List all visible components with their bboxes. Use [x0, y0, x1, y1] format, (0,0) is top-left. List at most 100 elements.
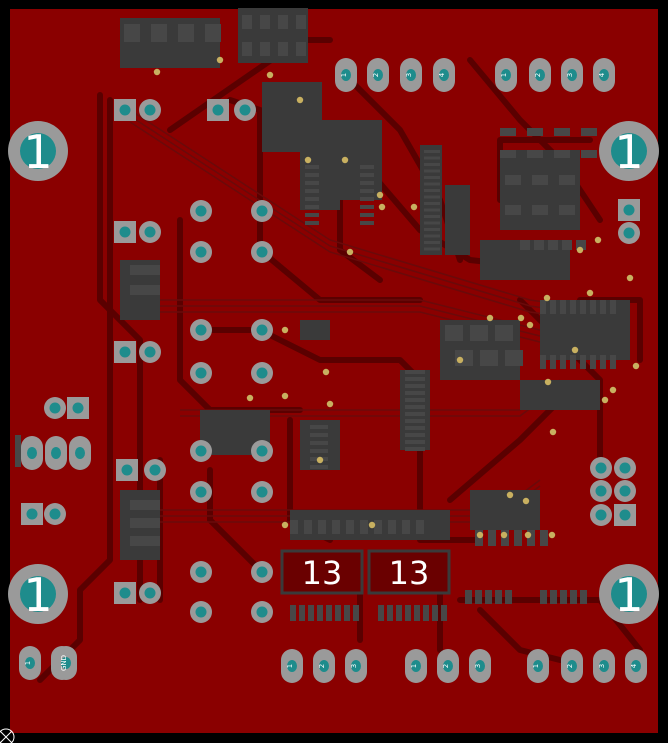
- smd-pad: [405, 440, 425, 444]
- round-pad: [251, 561, 273, 583]
- pin-label: 1: [24, 661, 32, 665]
- smd-pad: [590, 355, 596, 369]
- round-pad: [234, 99, 256, 121]
- round-pad: [251, 200, 273, 222]
- smd-pad: [423, 605, 429, 621]
- smd-pad: [335, 605, 341, 621]
- smd-pad: [290, 605, 296, 621]
- mounting-hole: 1: [8, 121, 68, 181]
- smd-pad: [344, 605, 350, 621]
- smd-pad: [278, 15, 288, 29]
- round-pad: [190, 440, 212, 462]
- smd-pad: [424, 189, 440, 192]
- smd-pad: [580, 590, 587, 604]
- square-pad: [114, 99, 136, 121]
- smd-pad: [540, 590, 547, 604]
- via: [609, 386, 617, 394]
- pin-label: 4: [630, 663, 638, 668]
- connector-pad-left: [45, 436, 67, 470]
- smd-pad: [405, 384, 425, 388]
- smd-pad: [374, 520, 382, 534]
- smd-pad: [554, 128, 570, 136]
- via: [544, 378, 552, 386]
- ic-area: [445, 185, 470, 255]
- smd-pad: [600, 355, 606, 369]
- connector-pad-left: [21, 436, 43, 470]
- smd-pad: [178, 24, 194, 42]
- smd-pad: [405, 605, 411, 621]
- smd-pad: [540, 530, 548, 546]
- smd-pad: [305, 221, 319, 225]
- via: [376, 191, 384, 199]
- smd-pad: [532, 175, 548, 185]
- connector-pad-top-b: 2: [529, 58, 551, 92]
- via: [316, 456, 324, 464]
- smd-pad: [527, 150, 543, 158]
- via: [368, 521, 376, 529]
- round-pad: [614, 457, 636, 479]
- smd-pad: [124, 24, 140, 42]
- marker-left: 13: [280, 549, 364, 595]
- smd-pad: [360, 197, 374, 201]
- smd-pad: [559, 175, 575, 185]
- pin-label: 2: [566, 664, 574, 668]
- smd-pad: [424, 182, 440, 186]
- smd-pad: [317, 605, 323, 621]
- via: [378, 203, 386, 211]
- connector-pad-bottom-d: 2: [561, 649, 583, 683]
- smd-pad: [550, 355, 556, 369]
- connector-pad-bottom-left: 1: [19, 646, 41, 680]
- smd-pad: [305, 189, 319, 193]
- pin-label: 3: [598, 664, 606, 668]
- smd-pad: [130, 265, 160, 275]
- smd-pad: [520, 240, 530, 250]
- smd-pad: [151, 24, 167, 42]
- round-pad: [251, 241, 273, 263]
- smd-pad: [242, 15, 252, 29]
- square-pad: [207, 99, 229, 121]
- smd-pad: [402, 520, 410, 534]
- smd-pad: [305, 213, 319, 217]
- pin-label: 1: [532, 664, 540, 668]
- square-pad: [618, 199, 640, 221]
- smd-pad: [360, 221, 374, 225]
- smd-pad: [405, 419, 425, 423]
- smd-pad: [308, 605, 314, 621]
- smd-pad: [570, 355, 576, 369]
- mounting-hole: 1: [599, 121, 659, 181]
- smd-pad: [396, 605, 402, 621]
- origin-crosshair-icon: [0, 728, 15, 743]
- pin-label: 1: [500, 73, 508, 77]
- round-pad: [190, 481, 212, 503]
- round-pad: [139, 341, 161, 363]
- round-pad: [190, 362, 212, 384]
- via: [522, 497, 530, 505]
- smd-pad: [424, 208, 440, 212]
- via: [153, 68, 161, 76]
- smd-pad: [500, 128, 516, 136]
- smd-pad: [500, 150, 516, 158]
- smd-pad: [305, 197, 319, 201]
- pin-label: 3: [405, 73, 413, 77]
- smd-pad: [465, 590, 472, 604]
- via: [346, 248, 354, 256]
- smd-pad: [540, 300, 546, 314]
- smd-pad: [310, 449, 328, 453]
- round-pad: [190, 319, 212, 341]
- smd-pad: [130, 536, 160, 546]
- smd-pad: [414, 605, 420, 621]
- square-pad: [67, 397, 89, 419]
- smd-pad: [405, 370, 425, 374]
- pin-label: 3: [350, 664, 358, 668]
- via: [246, 394, 254, 402]
- smd-pad: [305, 181, 319, 185]
- via: [549, 428, 557, 436]
- smd-pad: [514, 530, 522, 546]
- smd-pad: [360, 181, 374, 185]
- round-pad: [144, 459, 166, 481]
- smd-pad: [305, 205, 319, 209]
- smd-pad: [332, 520, 340, 534]
- smd-pad: [488, 530, 496, 546]
- connector-pad-left: [69, 436, 91, 470]
- round-pad: [251, 319, 273, 341]
